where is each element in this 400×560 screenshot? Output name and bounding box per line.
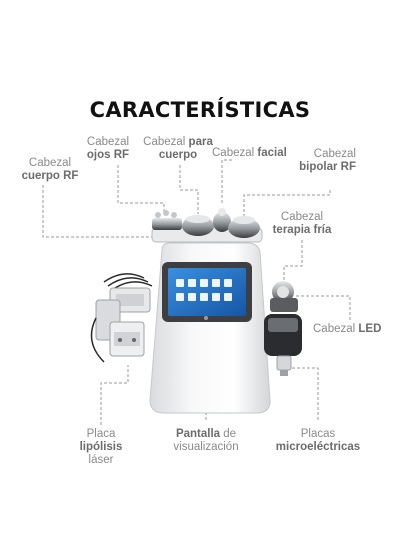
leader-facial bbox=[221, 159, 232, 203]
leader-bipolar bbox=[243, 190, 331, 216]
leader-lipolisis bbox=[100, 365, 129, 425]
leader-led bbox=[295, 295, 351, 320]
rf-handpieces bbox=[152, 208, 260, 238]
power-dot bbox=[204, 316, 208, 320]
laser-pads bbox=[90, 273, 153, 363]
label-led: Cabezal LED bbox=[313, 323, 382, 335]
page-title: CARACTERÍSTICAS bbox=[89, 98, 311, 122]
leader-micro bbox=[286, 367, 319, 420]
leader-cuerpo-rf bbox=[42, 185, 152, 238]
leader-para-cuerpo bbox=[179, 165, 199, 214]
leader-ojos bbox=[117, 165, 165, 212]
cold-therapy-handpiece bbox=[270, 281, 298, 312]
touch-screen bbox=[168, 268, 246, 316]
screen-icons bbox=[176, 279, 232, 301]
led-handpiece bbox=[264, 314, 302, 376]
leader-fria bbox=[283, 240, 303, 284]
label-facial: Cabezal facial bbox=[212, 147, 287, 159]
